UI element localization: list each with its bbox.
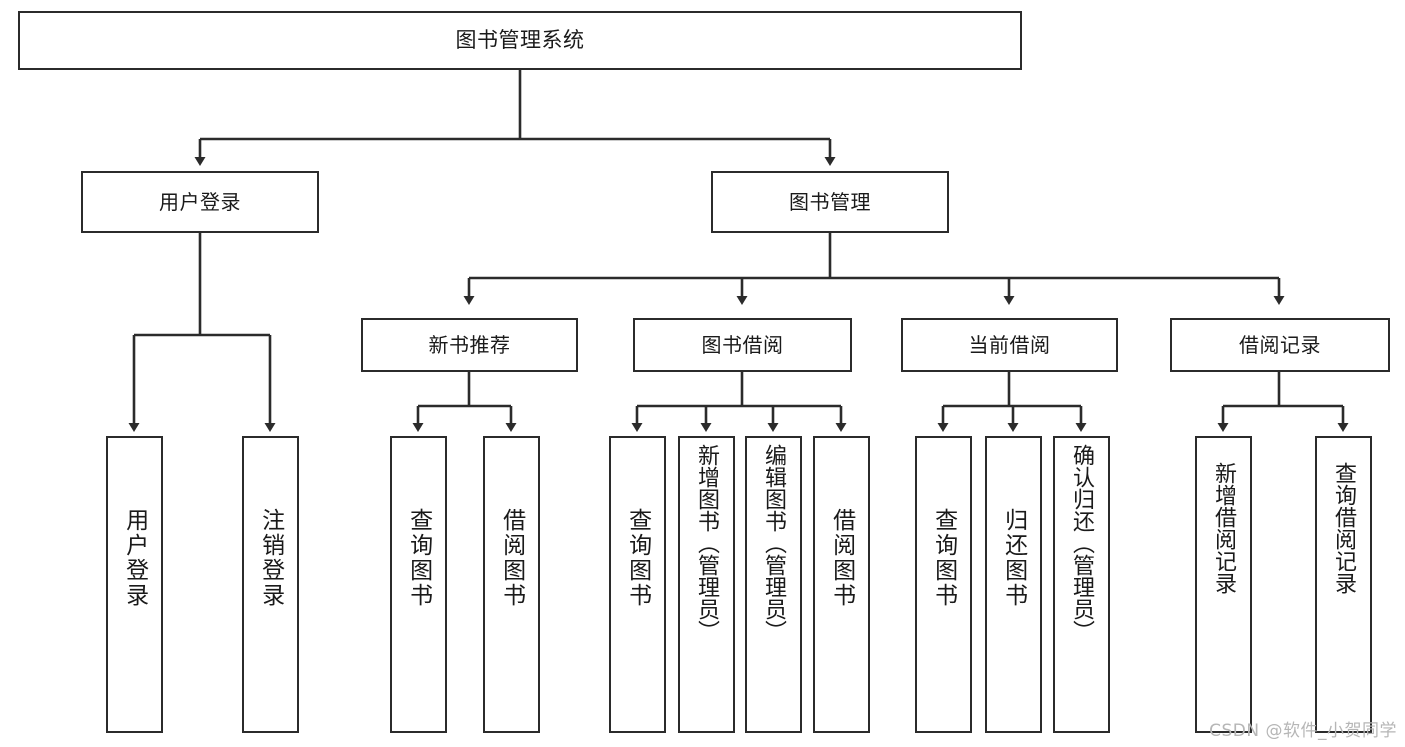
leaf-add-book-label: 新增图书（管理员） [694, 444, 720, 642]
leaf-query-book-borrow[interactable]: 查询图书 [609, 436, 666, 733]
leaf-return-book-label: 归还图书 [1000, 508, 1027, 608]
node-user-login-label: 用户登录 [159, 189, 241, 214]
node-root-label: 图书管理系统 [455, 27, 585, 52]
leaf-query-book-current-label: 查询图书 [930, 508, 957, 608]
node-current-borrow-label: 当前借阅 [968, 332, 1051, 357]
leaf-borrow-book-borrow-label: 借阅图书 [828, 508, 855, 608]
node-root[interactable]: 图书管理系统 [18, 11, 1022, 70]
leaf-add-borrow-record-label: 新增借阅记录 [1211, 462, 1237, 594]
node-book-manage-label: 图书管理 [789, 189, 871, 214]
leaf-borrow-book-new[interactable]: 借阅图书 [483, 436, 540, 733]
node-borrow-record-label: 借阅记录 [1239, 332, 1321, 357]
node-book-manage[interactable]: 图书管理 [711, 171, 949, 233]
leaf-user-login-label: 用户登录 [121, 508, 148, 608]
leaf-user-login[interactable]: 用户登录 [106, 436, 163, 733]
leaf-query-borrow-record[interactable]: 查询借阅记录 [1315, 436, 1372, 733]
node-new-book-recommend-label: 新书推荐 [428, 332, 511, 357]
node-book-borrow[interactable]: 图书借阅 [633, 318, 852, 372]
node-borrow-record[interactable]: 借阅记录 [1170, 318, 1390, 372]
leaf-add-borrow-record[interactable]: 新增借阅记录 [1195, 436, 1252, 733]
leaf-logout[interactable]: 注销登录 [242, 436, 299, 733]
leaf-query-book-new[interactable]: 查询图书 [390, 436, 447, 733]
leaf-edit-book-label: 编辑图书（管理员） [761, 444, 787, 642]
csdn-watermark: CSDN @软件_小贺同学 [1209, 721, 1397, 741]
leaf-query-book-borrow-label: 查询图书 [624, 508, 651, 608]
leaf-confirm-return[interactable]: 确认归还（管理员） [1053, 436, 1110, 733]
leaf-edit-book[interactable]: 编辑图书（管理员） [745, 436, 802, 733]
leaf-confirm-return-label: 确认归还（管理员） [1069, 444, 1095, 642]
leaf-query-book-current[interactable]: 查询图书 [915, 436, 972, 733]
leaf-borrow-book-borrow[interactable]: 借阅图书 [813, 436, 870, 733]
leaf-query-book-new-label: 查询图书 [405, 508, 432, 608]
leaf-add-book[interactable]: 新增图书（管理员） [678, 436, 735, 733]
leaf-return-book[interactable]: 归还图书 [985, 436, 1042, 733]
node-book-borrow-label: 图书借阅 [701, 332, 784, 357]
node-new-book-recommend[interactable]: 新书推荐 [361, 318, 578, 372]
leaf-query-borrow-record-label: 查询借阅记录 [1331, 462, 1357, 594]
leaf-logout-label: 注销登录 [257, 508, 284, 608]
node-user-login[interactable]: 用户登录 [81, 171, 319, 233]
leaf-borrow-book-new-label: 借阅图书 [498, 508, 525, 608]
node-current-borrow[interactable]: 当前借阅 [901, 318, 1118, 372]
